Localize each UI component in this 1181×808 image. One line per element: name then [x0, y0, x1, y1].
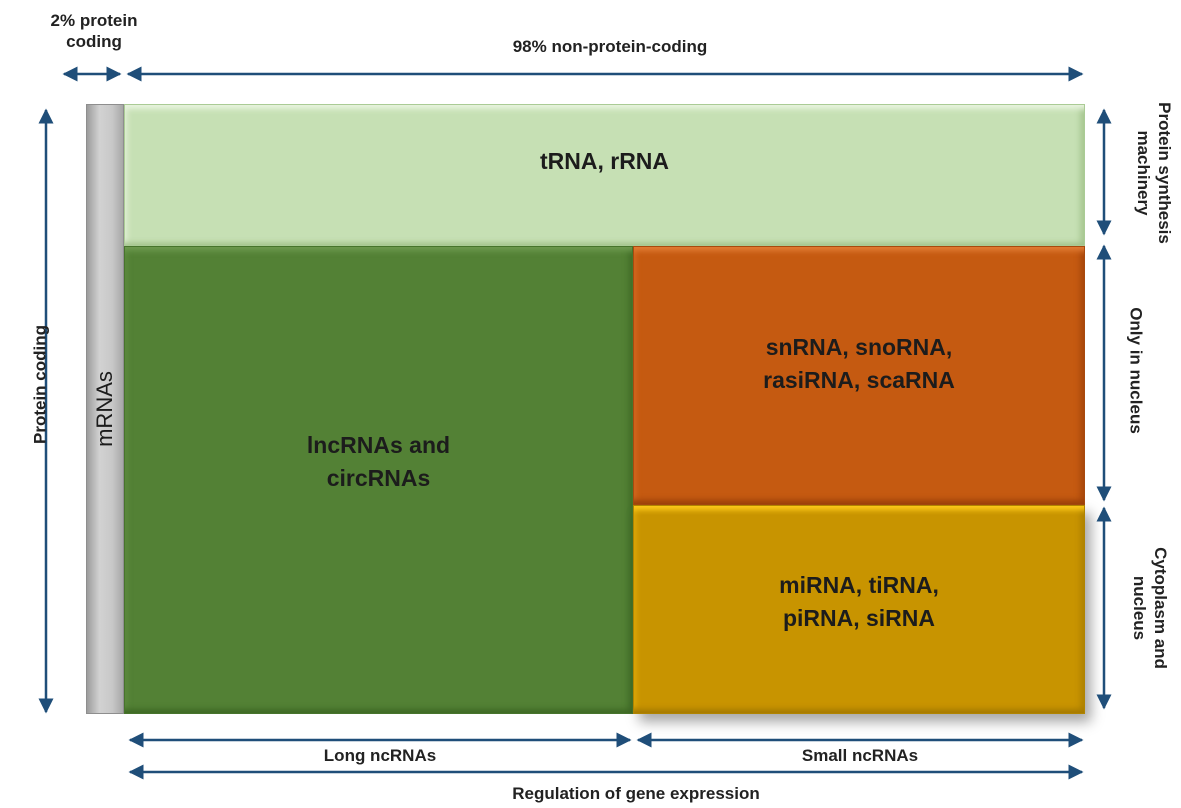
protein-coding-side-label: Protein coding [30, 325, 50, 444]
protein-coding-pct-label: 2% protein coding [50, 11, 138, 51]
mirna-block: miRNA, tiRNA, piRNA, siRNA [633, 505, 1085, 714]
lncrna-label: lncRNAs and circRNAs [306, 432, 451, 491]
regulation-label: Regulation of gene expression [512, 784, 760, 803]
long-ncrnas-label: Long ncRNAs [323, 746, 437, 765]
lncrna-block: lncRNAs and circRNAs [124, 246, 633, 714]
mirna-label: miRNA, tiRNA, piRNA, siRNA [779, 571, 939, 631]
trna-rrna-block: tRNA, rRNA [124, 104, 1085, 246]
protein-synthesis-label: Protein synthesis machinery [1134, 102, 1174, 244]
snrna-block: snRNA, snoRNA, rasiRNA, scaRNA [633, 246, 1085, 505]
mrna-block [86, 104, 124, 714]
trna-rrna-label: tRNA, rRNA [539, 147, 670, 174]
cytoplasm-nucleus-label: Cytoplasm and nucleus [1130, 547, 1170, 669]
non-protein-coding-label: 98% non-protein-coding [512, 37, 708, 56]
small-ncrnas-label: Small ncRNAs [801, 746, 919, 765]
snrna-label: snRNA, snoRNA, rasiRNA, scaRNA [763, 333, 955, 393]
only-nucleus-label: Only in nucleus [1126, 307, 1146, 434]
